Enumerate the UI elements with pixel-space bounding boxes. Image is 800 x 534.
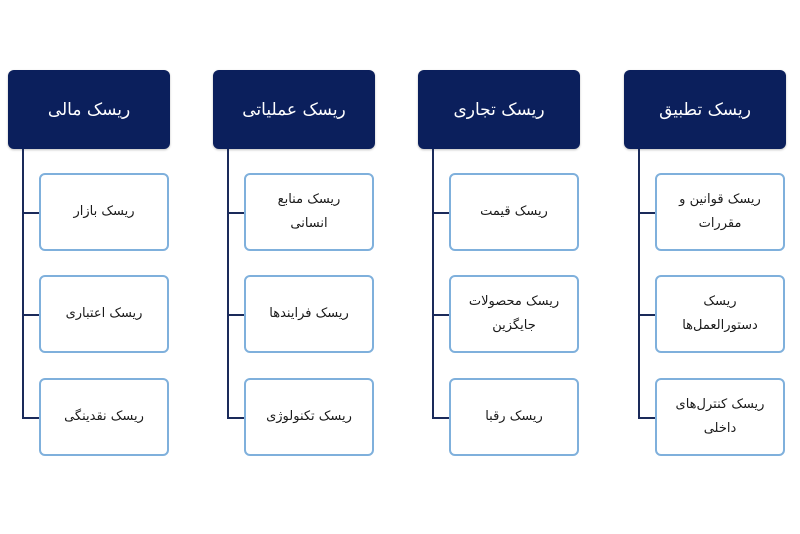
connector-vertical xyxy=(227,149,229,417)
item-price-risk: ریسک قیمت xyxy=(449,173,579,251)
header-compliance-risk: ریسک تطبیق xyxy=(624,70,786,149)
column-operational-risk: ریسک عملیاتی ریسک منابع انسانی ریسک فرای… xyxy=(213,0,388,534)
connector-branch xyxy=(22,212,39,214)
item-laws-regulations-risk: ریسک قوانین و مقررات xyxy=(655,173,785,251)
connector-branch xyxy=(432,417,449,419)
item-process-risk: ریسک فرایندها xyxy=(244,275,374,353)
connector-branch xyxy=(638,212,655,214)
connector-branch xyxy=(638,417,655,419)
connector-vertical xyxy=(22,149,24,417)
connector-branch xyxy=(227,314,244,316)
item-substitute-products-risk: ریسک محصولات جایگزین xyxy=(449,275,579,353)
connector-branch xyxy=(227,417,244,419)
connector-branch xyxy=(22,314,39,316)
item-procedures-risk: ریسک دستورالعمل‌ها xyxy=(655,275,785,353)
connector-vertical xyxy=(432,149,434,417)
column-compliance-risk: ریسک تطبیق ریسک قوانین و مقررات ریسک دست… xyxy=(624,0,799,534)
item-credit-risk: ریسک اعتباری xyxy=(39,275,169,353)
column-financial-risk: ریسک مالی ریسک بازار ریسک اعتباری ریسک ن… xyxy=(8,0,183,534)
connector-branch xyxy=(432,212,449,214)
item-market-risk: ریسک بازار xyxy=(39,173,169,251)
header-operational-risk: ریسک عملیاتی xyxy=(213,70,375,149)
item-technology-risk: ریسک تکنولوژی xyxy=(244,378,374,456)
item-internal-controls-risk: ریسک کنترل‌های داخلی xyxy=(655,378,785,456)
item-liquidity-risk: ریسک نقدینگی xyxy=(39,378,169,456)
connector-branch xyxy=(227,212,244,214)
column-business-risk: ریسک تجاری ریسک قیمت ریسک محصولات جایگزی… xyxy=(418,0,593,534)
header-financial-risk: ریسک مالی xyxy=(8,70,170,149)
connector-branch xyxy=(22,417,39,419)
connector-vertical xyxy=(638,149,640,417)
connector-branch xyxy=(638,314,655,316)
header-business-risk: ریسک تجاری xyxy=(418,70,580,149)
connector-branch xyxy=(432,314,449,316)
item-competitors-risk: ریسک رقبا xyxy=(449,378,579,456)
item-human-resources-risk: ریسک منابع انسانی xyxy=(244,173,374,251)
